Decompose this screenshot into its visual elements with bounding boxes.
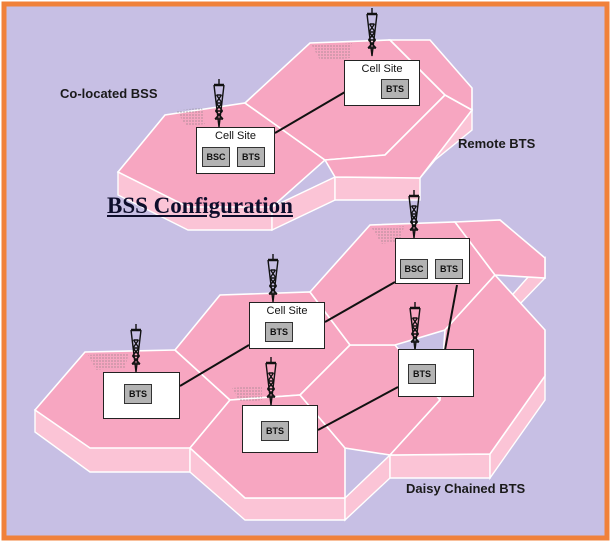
- cell-site-lower: Cell Site BTS: [249, 302, 325, 349]
- cell-site-colocated: Cell Site BSC BTS: [196, 127, 275, 174]
- tower-shadow: [176, 108, 205, 126]
- antenna-tower-icon: [408, 190, 420, 239]
- link-line: [324, 281, 396, 323]
- bsc-unit: BSC: [202, 147, 230, 167]
- antenna-tower-icon: [265, 357, 277, 406]
- link-line: [179, 344, 250, 387]
- cell-side: [389, 453, 491, 479]
- diagram-title: BSS Configuration: [107, 193, 293, 218]
- antenna-tower-icon: [213, 79, 225, 128]
- antenna-tower-icon: [267, 254, 279, 303]
- site-bts-bottom: BTS: [242, 405, 318, 453]
- tower-shadow: [88, 353, 128, 370]
- link-line: [317, 386, 399, 431]
- bts-unit: BTS: [265, 322, 293, 342]
- bts-unit: BTS: [408, 364, 436, 384]
- tower-shadow: [232, 386, 262, 402]
- bts-unit: BTS: [435, 259, 463, 279]
- bts-unit: BTS: [381, 79, 409, 99]
- cell-top: [453, 219, 546, 279]
- cell-top: [388, 39, 473, 112]
- antenna-tower-icon: [130, 324, 142, 373]
- bts-unit: BTS: [237, 147, 265, 167]
- label-remote-bts: Remote BTS: [458, 136, 536, 151]
- site-bts-right: BTS: [398, 349, 474, 397]
- cell-side: [334, 176, 421, 201]
- bsc-unit: BSC: [400, 259, 428, 279]
- cell-site-caption: Cell Site: [361, 63, 403, 75]
- site-bsc-bts: BSC BTS: [395, 238, 470, 284]
- label-daisy-chained-bts: Daisy Chained BTS: [406, 481, 526, 496]
- cell-site-caption: Cell Site: [215, 130, 256, 142]
- tower-shadow: [312, 43, 352, 60]
- link-line: [274, 91, 346, 134]
- cell-site-remote: Cell Site BTS: [344, 60, 420, 106]
- antenna-tower-icon: [366, 8, 378, 57]
- site-bts-left: BTS: [103, 372, 180, 419]
- antenna-tower-icon: [409, 302, 421, 351]
- bts-unit: BTS: [124, 384, 152, 404]
- link-line: [444, 284, 458, 351]
- cell-site-caption: Cell Site: [266, 305, 308, 317]
- label-co-located-bss: Co-located BSS: [60, 86, 158, 101]
- bts-unit: BTS: [261, 421, 289, 441]
